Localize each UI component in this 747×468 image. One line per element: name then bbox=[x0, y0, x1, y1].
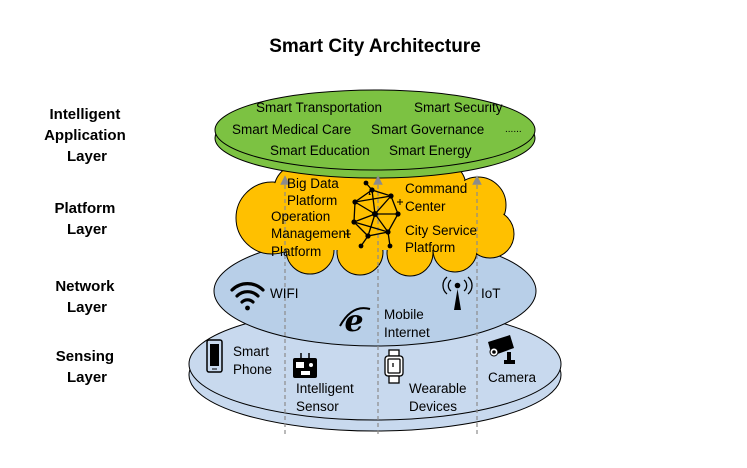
text-line: Command bbox=[405, 181, 467, 196]
platform-operation-management: Operation Management Platform bbox=[271, 209, 354, 259]
text-line: Phone bbox=[233, 362, 272, 377]
network-iot-label: IoT bbox=[481, 286, 501, 301]
text-line: Sensor bbox=[296, 399, 339, 414]
layer-label-application: Intelligent Application Layer bbox=[44, 106, 130, 165]
layer-label-line: Layer bbox=[67, 369, 107, 386]
text-line: City Service bbox=[405, 223, 477, 238]
platform-city-service: City Service Platform bbox=[405, 223, 481, 255]
text-line: Operation bbox=[271, 209, 330, 224]
text-line: Platform bbox=[287, 193, 337, 208]
app-smart-transportation: Smart Transportation bbox=[256, 100, 382, 115]
layer-label-line: Platform bbox=[54, 200, 115, 217]
text-line: Management bbox=[271, 226, 350, 241]
text-line: Center bbox=[405, 199, 446, 214]
data-flow-arrows bbox=[280, 175, 482, 434]
cctv-camera-icon bbox=[488, 335, 515, 364]
sensing-camera: Camera bbox=[488, 370, 537, 385]
smartwatch-icon bbox=[384, 349, 404, 384]
layer-label-line: Intelligent bbox=[49, 106, 120, 123]
text-line: Wearable bbox=[409, 381, 467, 396]
layer-label-line: Network bbox=[55, 278, 115, 295]
network-brain-icon bbox=[345, 180, 403, 249]
layer-label-platform: Platform Layer bbox=[54, 200, 119, 238]
text-line: Platform bbox=[405, 240, 455, 255]
smartphone-icon bbox=[206, 339, 223, 373]
text-line: Intelligent bbox=[296, 381, 354, 396]
application-layer-disk bbox=[214, 89, 536, 179]
sensing-smart-phone: Smart Phone bbox=[233, 344, 273, 377]
text-line: Internet bbox=[384, 325, 430, 340]
app-smart-governance: Smart Governance bbox=[371, 122, 484, 137]
app-smart-energy: Smart Energy bbox=[389, 143, 472, 158]
app-ellipsis: ...... bbox=[505, 124, 522, 135]
antenna-icon bbox=[442, 276, 473, 310]
text-line: Mobile bbox=[384, 307, 424, 322]
layer-label-network: Network Layer bbox=[55, 278, 118, 316]
network-wifi-label: WIFI bbox=[270, 286, 299, 301]
platform-command-center: Command Center bbox=[405, 181, 471, 214]
layer-label-line: Application bbox=[44, 127, 126, 144]
app-smart-security: Smart Security bbox=[414, 100, 503, 115]
layer-label-sensing: Sensing Layer bbox=[56, 348, 119, 386]
wifi-icon bbox=[230, 282, 265, 311]
platform-big-data: Big Data Platform bbox=[287, 176, 343, 208]
text-line: Devices bbox=[409, 399, 457, 414]
sensing-wearable-devices: Wearable Devices bbox=[409, 381, 470, 414]
layer-label-line: Layer bbox=[67, 299, 107, 316]
text-line: Smart bbox=[233, 344, 269, 359]
sensing-intelligent-sensor: Intelligent Sensor bbox=[296, 381, 358, 414]
diagram-title: Smart City Architecture bbox=[269, 36, 481, 57]
app-smart-education: Smart Education bbox=[270, 143, 370, 158]
app-smart-medical-care: Smart Medical Care bbox=[232, 122, 351, 137]
sensor-icon bbox=[293, 353, 317, 378]
text-line: Big Data bbox=[287, 176, 339, 191]
platform-cloud-fill bbox=[237, 158, 513, 275]
text-line: Platform bbox=[271, 244, 321, 259]
network-mobile-internet: Mobile Internet bbox=[384, 307, 430, 340]
layer-label-line: Layer bbox=[67, 148, 107, 165]
layer-label-line: Sensing bbox=[56, 348, 114, 365]
layer-label-line: Layer bbox=[67, 221, 107, 238]
internet-explorer-icon: e bbox=[339, 304, 371, 339]
